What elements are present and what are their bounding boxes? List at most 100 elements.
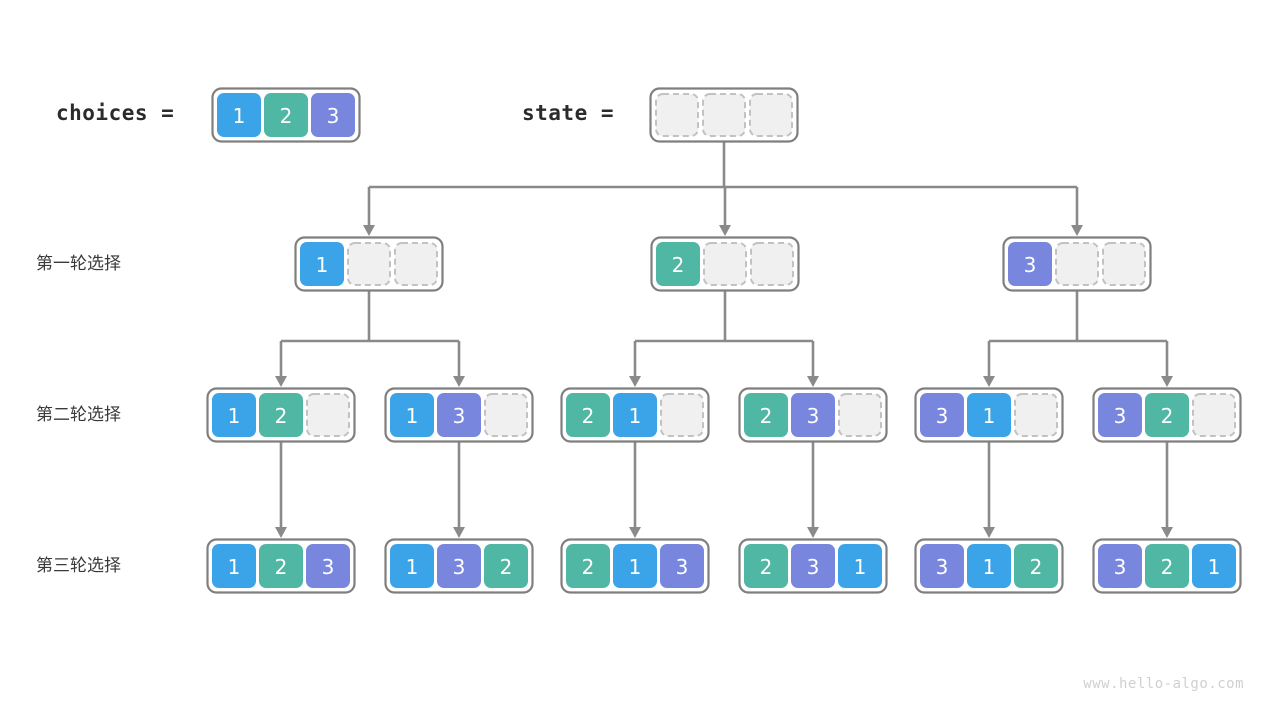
array-cell-value: 1: [1208, 555, 1221, 579]
array-cell-empty: [1014, 393, 1058, 437]
array-cell-value: 3: [453, 404, 466, 428]
array-cell-empty: [484, 393, 528, 437]
node-r3n4[interactable]: 2 3 1: [738, 538, 888, 594]
array-cell-value: 2: [280, 104, 293, 128]
arrow-head-icon: [629, 527, 641, 538]
array-cell-value: 1: [406, 555, 419, 579]
arrow-head-icon: [275, 376, 287, 387]
array-cell-empty: [1192, 393, 1236, 437]
array-cell-value: 3: [453, 555, 466, 579]
node-r1n3[interactable]: 3: [1002, 236, 1152, 292]
array-cell-empty: [655, 93, 699, 137]
array-cell-filled: [484, 544, 528, 588]
text-layer: choices = state = 第一轮选择 第二轮选择 第三轮选择 www.…: [36, 101, 1244, 692]
array-cell-filled: [1098, 544, 1142, 588]
array-cell-empty: [749, 93, 793, 137]
watermark: www.hello-algo.com: [1083, 676, 1244, 692]
array-cell-value: 1: [316, 253, 329, 277]
array-cell-filled: [437, 393, 481, 437]
row-label-round2: 第二轮选择: [36, 405, 121, 425]
array-cell-empty: [838, 393, 882, 437]
array-cell-filled: [311, 93, 355, 137]
array-cell-value: 1: [233, 104, 246, 128]
array-cell-value: 1: [228, 555, 241, 579]
array-cell-value: 1: [983, 404, 996, 428]
array-cell-value: 3: [322, 555, 335, 579]
array-cell-filled: [437, 544, 481, 588]
array-cell-filled: [1192, 544, 1236, 588]
array-cell-filled: [390, 544, 434, 588]
arrow-head-icon: [1071, 225, 1083, 236]
array-cell-value: 3: [1024, 253, 1037, 277]
array-cell-value: 2: [582, 404, 595, 428]
array-cell-value: 2: [1161, 555, 1174, 579]
array-cell-filled: [306, 544, 350, 588]
array-cell-filled: [1014, 544, 1058, 588]
array-cell-value: 3: [676, 555, 689, 579]
array-cell-value: 1: [228, 404, 241, 428]
state-label: state =: [522, 101, 614, 125]
array-cell-filled: [1008, 242, 1052, 286]
arrow-head-icon: [983, 376, 995, 387]
arrow-head-icon: [807, 527, 819, 538]
array-cell-filled: [613, 393, 657, 437]
array-cell-filled: [613, 544, 657, 588]
connector-layer: [275, 142, 1173, 538]
arrow-head-icon: [719, 225, 731, 236]
array-cell-value: 1: [983, 555, 996, 579]
array-cell-filled: [656, 242, 700, 286]
array-cell-value: 1: [629, 404, 642, 428]
arrow-head-icon: [807, 376, 819, 387]
array-cell-value: 2: [760, 555, 773, 579]
row-label-round3: 第三轮选择: [36, 556, 121, 576]
array-cell-filled: [838, 544, 882, 588]
array-cell-value: 2: [760, 404, 773, 428]
node-r1n1[interactable]: 1: [294, 236, 444, 292]
array-cell-value: 1: [406, 404, 419, 428]
array-cell-empty: [702, 93, 746, 137]
array-cell-value: 2: [582, 555, 595, 579]
array-cell-value: 2: [672, 253, 685, 277]
array-cell-empty: [703, 242, 747, 286]
array-cell-value: 1: [629, 555, 642, 579]
arrow-head-icon: [363, 225, 375, 236]
array-cell-value: 3: [807, 555, 820, 579]
array-cell-empty: [660, 393, 704, 437]
array-cell-filled: [920, 393, 964, 437]
array-cell-filled: [259, 544, 303, 588]
array-cell-filled: [744, 544, 788, 588]
node-r3n5[interactable]: 3 1 2: [914, 538, 1064, 594]
node-r1n2[interactable]: 2: [650, 236, 800, 292]
arrow-head-icon: [453, 376, 465, 387]
arrow-head-icon: [629, 376, 641, 387]
array-cell-empty: [1055, 242, 1099, 286]
array-cell-filled: [920, 544, 964, 588]
array-cell-value: 3: [936, 555, 949, 579]
array-cell-value: 3: [1114, 404, 1127, 428]
node-r3n3[interactable]: 2 1 3: [560, 538, 710, 594]
array-cell-filled: [259, 393, 303, 437]
array-cell-filled: [566, 544, 610, 588]
state-array[interactable]: [649, 87, 799, 143]
array-cell-empty: [1102, 242, 1146, 286]
row-label-round1: 第一轮选择: [36, 254, 121, 274]
array-cell-value: 2: [1161, 404, 1174, 428]
array-cell-value: 2: [1030, 555, 1043, 579]
array-cell-filled: [1145, 393, 1189, 437]
array-cell-empty: [394, 242, 438, 286]
array-cell-value: 1: [854, 555, 867, 579]
array-cell-filled: [660, 544, 704, 588]
